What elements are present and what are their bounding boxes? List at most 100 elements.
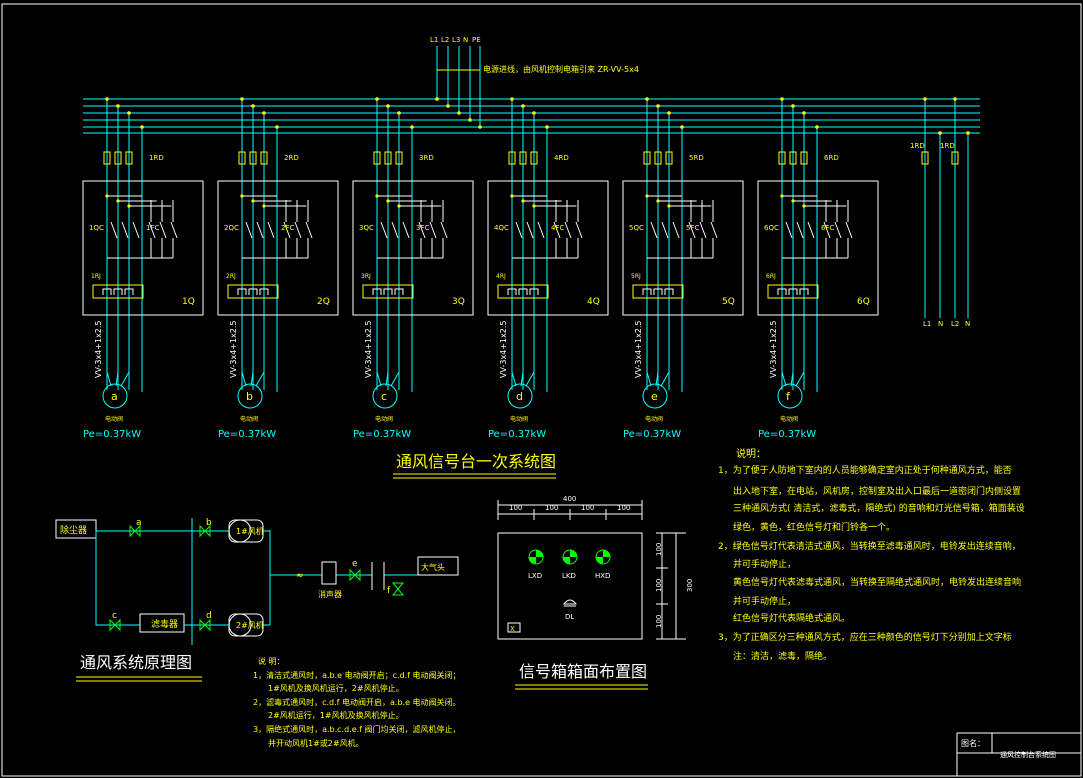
contact-icon — [834, 221, 842, 239]
relay-label: 6RJ — [766, 273, 776, 280]
lamp-label: LKD — [562, 572, 576, 580]
fuse-label: 5RD — [689, 154, 704, 162]
junction-dot — [545, 125, 549, 129]
notes-header: 说明： — [736, 447, 766, 460]
dim-top: 100 — [581, 504, 594, 512]
contactor-label: 3FC — [416, 224, 429, 232]
junction-dot — [938, 131, 942, 135]
note-line: 并可手动停止， — [733, 558, 796, 570]
junction-dot — [667, 204, 671, 208]
valve-label: f — [387, 586, 391, 596]
note-line: 三种通风方式( 清洁式，滤毒式，隔绝式) 的音响和灯光信号箱，箱面装设 — [733, 502, 1025, 514]
fuse-icon — [125, 151, 133, 165]
thermal-relay-box — [92, 284, 144, 299]
supply-note: 电源进线，由风机控制电箱引来 ZR-VV-5x4 — [483, 64, 639, 74]
contactor-label: 5FC — [686, 224, 699, 232]
title-block: 图名： 通风控制台系统图 — [956, 732, 1082, 777]
note-line: 并可手动停止， — [733, 595, 796, 607]
cable-label: VV-3x4+1x2.5 — [94, 320, 103, 378]
filter-absorber-box — [139, 613, 185, 633]
contact-icon — [429, 221, 437, 239]
contactor-label: 4FC — [551, 224, 564, 232]
note-line: 绿色，黄色，红色信号灯和门铃各一个。 — [733, 521, 895, 533]
relay-label: 4RJ — [496, 273, 506, 280]
junction-dot — [468, 118, 472, 122]
motor-label: 电动阀 — [375, 415, 393, 423]
lamp-label: LXD — [528, 572, 542, 580]
junction-dot — [780, 97, 784, 101]
junction-dot — [510, 194, 514, 198]
dust-filter-box — [55, 519, 97, 539]
junction-dot — [240, 194, 244, 198]
note-line: 黄色信号灯代表滤毒式通风，当转换至隔绝式通风时，电铃发出连续音响 — [733, 576, 1021, 588]
valve-label: c — [112, 611, 117, 621]
dust-filter-label: 除尘器 — [60, 524, 87, 536]
contact-icon — [845, 221, 853, 239]
contact-icon — [391, 221, 399, 239]
junction-dot — [375, 97, 379, 101]
contact-icon — [699, 221, 707, 239]
contact-icon — [575, 221, 583, 239]
atmosphere-box — [417, 556, 459, 576]
fuse-icon — [384, 151, 392, 165]
feeder-box — [352, 180, 474, 316]
contact-icon — [294, 221, 302, 239]
fuse-icon — [654, 151, 662, 165]
fuse-icon — [800, 151, 808, 165]
note-line: 2，绿色信号灯代表清洁式通风，当转换至滤毒通风时，电铃发出连续音响， — [718, 540, 1021, 552]
contact-icon — [148, 221, 156, 239]
fuse-icon — [508, 151, 516, 165]
signal-box-outline — [497, 532, 643, 640]
phase-label: L3 — [452, 36, 460, 44]
junction-dot — [375, 194, 379, 198]
motor-icon — [507, 383, 533, 409]
junction-dot — [780, 194, 784, 198]
contact-icon — [672, 221, 680, 239]
branch-output-label: N — [965, 320, 970, 328]
junction-dot — [791, 104, 795, 108]
relay-label: 1RJ — [91, 273, 101, 280]
fuse-icon — [778, 151, 786, 165]
ventilation-diagram: 除尘器 滤毒器 a b c d e f 1#风机 2#风机 消声器 ≈ 大气头 — [55, 518, 459, 645]
contact-icon — [553, 221, 561, 239]
junction-dot — [802, 111, 806, 115]
title-block-label: 图名： — [961, 738, 985, 748]
branch-fuse-label: 1RD — [910, 142, 925, 150]
junction-dot — [262, 111, 266, 115]
note-line: 注：清洁，滤毒，隔绝。 — [733, 650, 832, 662]
phase-label: L1 — [430, 36, 438, 44]
contact-icon — [380, 221, 388, 239]
box-label: 3Q — [452, 297, 465, 307]
cable-label: VV-3x4+1x2.5 — [634, 320, 643, 378]
branch-fuse-label: 1RD — [940, 142, 955, 150]
junction-dot — [397, 204, 401, 208]
motor-letter: e — [651, 390, 658, 403]
bell-label: DL — [565, 613, 574, 621]
signal-box-corner: X — [510, 625, 515, 633]
dim-top: 100 — [509, 504, 522, 512]
thermal-relay-box — [632, 284, 684, 299]
junction-dot — [791, 199, 795, 203]
box-label: 1Q — [182, 297, 195, 307]
contact-icon — [305, 221, 313, 239]
contact-icon — [710, 221, 718, 239]
fuse-icon — [921, 151, 929, 165]
junction-dot — [105, 194, 109, 198]
contact-icon — [440, 221, 448, 239]
contact-icon — [650, 221, 658, 239]
lamp-label: HXD — [595, 572, 610, 580]
note-line: 1，为了便于人防地下室内的人员能够确定室内正处于何种通风方式，能否 — [718, 464, 1012, 476]
contact-icon — [121, 221, 129, 239]
fuse-label: 4RD — [554, 154, 569, 162]
fuse-label: 3RD — [419, 154, 434, 162]
fuse-icon — [530, 151, 538, 165]
thermal-relay-box — [767, 284, 819, 299]
junction-dot — [656, 104, 660, 108]
silencer-label: 消声器 — [318, 589, 342, 599]
feeder-box — [487, 180, 609, 316]
branch-output-label: N — [938, 320, 943, 328]
contactor-label: 6FC — [821, 224, 834, 232]
